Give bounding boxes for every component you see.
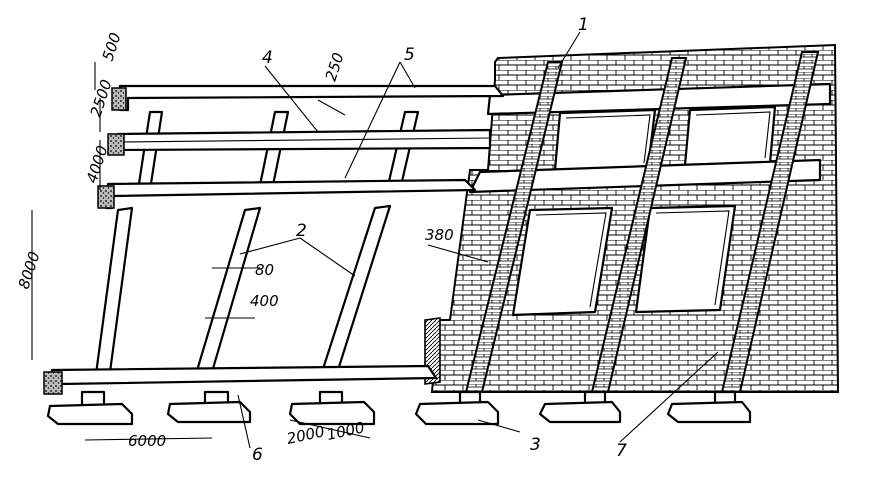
dim-250: 250 bbox=[322, 50, 348, 83]
label-3: 3 bbox=[530, 435, 541, 455]
dimension-lines bbox=[31, 62, 489, 441]
label-1: 1 bbox=[578, 15, 589, 35]
dim-8000: 8000 bbox=[15, 249, 44, 291]
dim-500: 500 bbox=[99, 30, 125, 63]
frame-beams bbox=[43, 84, 505, 395]
label-7: 7 bbox=[616, 441, 627, 461]
window-upper-left bbox=[553, 108, 657, 172]
dim-2000: 2000 bbox=[285, 422, 326, 448]
leader-lines bbox=[237, 31, 719, 449]
dim-6000: 6000 bbox=[128, 432, 166, 450]
wall-pilasters bbox=[464, 51, 820, 393]
frame-columns bbox=[94, 110, 420, 376]
dim-400: 400 bbox=[250, 292, 279, 310]
label-2: 2 bbox=[296, 221, 307, 241]
window-lower-left bbox=[511, 206, 614, 317]
window-upper-right bbox=[683, 105, 777, 167]
crossbar-middle bbox=[104, 178, 477, 210]
callout-numbers: 1 2 3 4 5 6 7 bbox=[252, 15, 627, 465]
window-lower-right bbox=[634, 204, 737, 314]
dim-4000: 4000 bbox=[83, 143, 112, 185]
dim-380: 380 bbox=[425, 226, 454, 244]
label-4: 4 bbox=[262, 48, 273, 68]
footings bbox=[46, 390, 752, 426]
dim-80: 80 bbox=[255, 261, 274, 279]
label-5: 5 bbox=[404, 45, 415, 65]
label-6: 6 bbox=[252, 445, 263, 465]
